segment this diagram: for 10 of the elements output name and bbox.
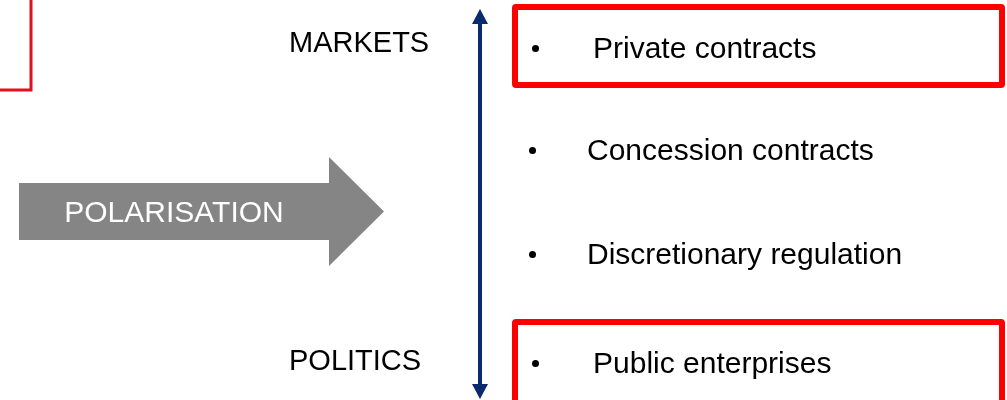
list-item-text: Private contracts [593, 30, 817, 66]
highlight-box [512, 4, 1005, 88]
arrow-label: POLARISATION [63, 193, 285, 230]
list-item-text: Discretionary regulation [587, 236, 903, 272]
list-item-text: Public enterprises [593, 345, 832, 381]
axis-end-label: MARKETS [289, 25, 430, 60]
block-arrow [19, 157, 384, 266]
list-item-text: Concession contracts [587, 132, 874, 168]
axis-end-label: POLITICS [289, 343, 422, 378]
highlight-box [512, 319, 1005, 400]
